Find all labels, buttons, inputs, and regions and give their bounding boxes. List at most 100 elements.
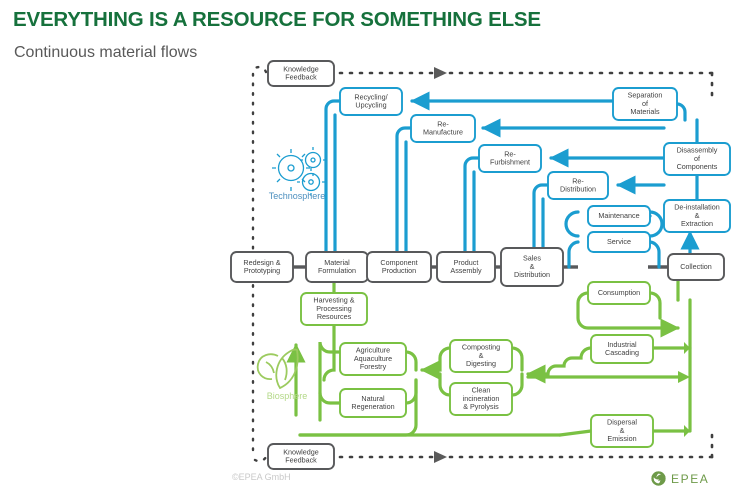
node-label-line: Distribution (560, 185, 596, 194)
page-subtitle: Continuous material flows (14, 44, 198, 61)
node-box (587, 281, 651, 305)
node-label-line: Knowledge (283, 64, 319, 73)
node-redesign-prototyping[interactable]: Redesign &Prototyping (230, 251, 294, 283)
node-label-line: Materials (630, 107, 660, 116)
node-box (587, 231, 651, 253)
node-label-line: of (642, 99, 648, 108)
technosphere-group: Technosphere (269, 147, 326, 201)
page-title: EVERYTHING IS A RESOURCE FOR SOMETHING E… (13, 8, 541, 31)
technosphere-label: Technosphere (269, 191, 326, 201)
node-label-line: Separation (628, 91, 663, 100)
node-consumption[interactable]: Consumption (587, 281, 651, 305)
node-box (478, 144, 542, 173)
node-label-line: Natural (361, 394, 385, 403)
diagram-nodes: KnowledgeFeedbackKnowledgeFeedbackRedesi… (230, 60, 731, 470)
node-label-line: Service (607, 237, 631, 246)
node-box (590, 334, 654, 364)
node-label-line: Resources (317, 312, 352, 321)
node-box (410, 114, 476, 143)
node-label-line: & (695, 211, 700, 220)
node-label-line: & (479, 351, 484, 360)
node-label-line: Cascading (605, 348, 639, 357)
biosphere-group: Biosphere (256, 348, 308, 401)
node-box (663, 199, 731, 233)
node-label-line: Maintenance (598, 211, 639, 220)
node-dispersal-emission[interactable]: Dispersal&Emission (590, 414, 654, 448)
node-label-line: Redesign & (243, 258, 280, 267)
node-collection[interactable]: Collection (667, 253, 725, 281)
node-label-line: Processing (316, 304, 352, 313)
node-label-line: Re- (504, 149, 516, 158)
node-box (667, 253, 725, 281)
node-label-line: Component (380, 258, 417, 267)
node-label-line: Knowledge (283, 447, 319, 456)
node-recycling-upcycling[interactable]: Recycling/Upcycling (339, 87, 403, 116)
node-service[interactable]: Service (587, 231, 651, 253)
node-label-line: Forestry (360, 362, 387, 371)
node-maintenance[interactable]: Maintenance (587, 205, 651, 227)
node-label-line: Disassembly (677, 146, 718, 155)
node-label-line: & Pyrolysis (463, 402, 499, 411)
gears-icon (272, 147, 326, 196)
node-box (449, 339, 513, 373)
node-label-line: Clean (472, 386, 491, 395)
node-box (267, 60, 335, 87)
node-re-distribution[interactable]: Re-Distribution (547, 171, 609, 200)
node-label-line: Prototyping (244, 266, 280, 275)
node-label-line: Aquaculture (354, 354, 392, 363)
node-label-line: Manufacture (423, 128, 463, 137)
node-label-line: Composting (462, 343, 500, 352)
epea-mark-icon (651, 471, 666, 486)
node-label-line: Re- (572, 176, 584, 185)
node-box (436, 251, 496, 283)
node-sales-distribution[interactable]: Sales&Distribution (500, 247, 564, 287)
node-label-line: Formulation (318, 266, 356, 275)
feedback-flow-top (337, 67, 714, 100)
node-re-manufacture[interactable]: Re-Manufacture (410, 114, 476, 143)
node-label-line: Components (677, 162, 718, 171)
node-re-furbishment[interactable]: Re-Furbishment (478, 144, 542, 173)
biosphere-label: Biosphere (267, 391, 308, 401)
node-label-line: Upcycling (355, 101, 386, 110)
node-label-line: Re- (437, 119, 449, 128)
node-label-line: Industrial (607, 340, 637, 349)
feedback-flow-bottom (337, 430, 714, 463)
node-box (339, 388, 407, 418)
node-label-line: of (694, 154, 700, 163)
node-box (230, 251, 294, 283)
node-label-line: Agriculture (356, 346, 390, 355)
node-box (366, 251, 432, 283)
node-box (300, 292, 368, 326)
technosphere-flows (324, 91, 700, 269)
node-box (339, 87, 403, 116)
node-label-line: Collection (680, 262, 712, 271)
node-box (500, 247, 564, 287)
node-label-line: Assembly (450, 266, 482, 275)
node-box (547, 171, 609, 200)
node-label-line: Sales (523, 254, 541, 263)
node-box (663, 142, 731, 176)
node-label-line: incineration (463, 394, 500, 403)
node-box (449, 382, 513, 416)
node-box (587, 205, 651, 227)
node-composting-digesting[interactable]: Composting&Digesting (449, 339, 513, 373)
node-de-installation-extraction[interactable]: De-installation&Extraction (663, 199, 731, 233)
node-label-line: Consumption (598, 288, 640, 297)
node-box (612, 87, 678, 121)
node-label-line: Dispersal (607, 418, 637, 427)
node-box (267, 443, 335, 470)
